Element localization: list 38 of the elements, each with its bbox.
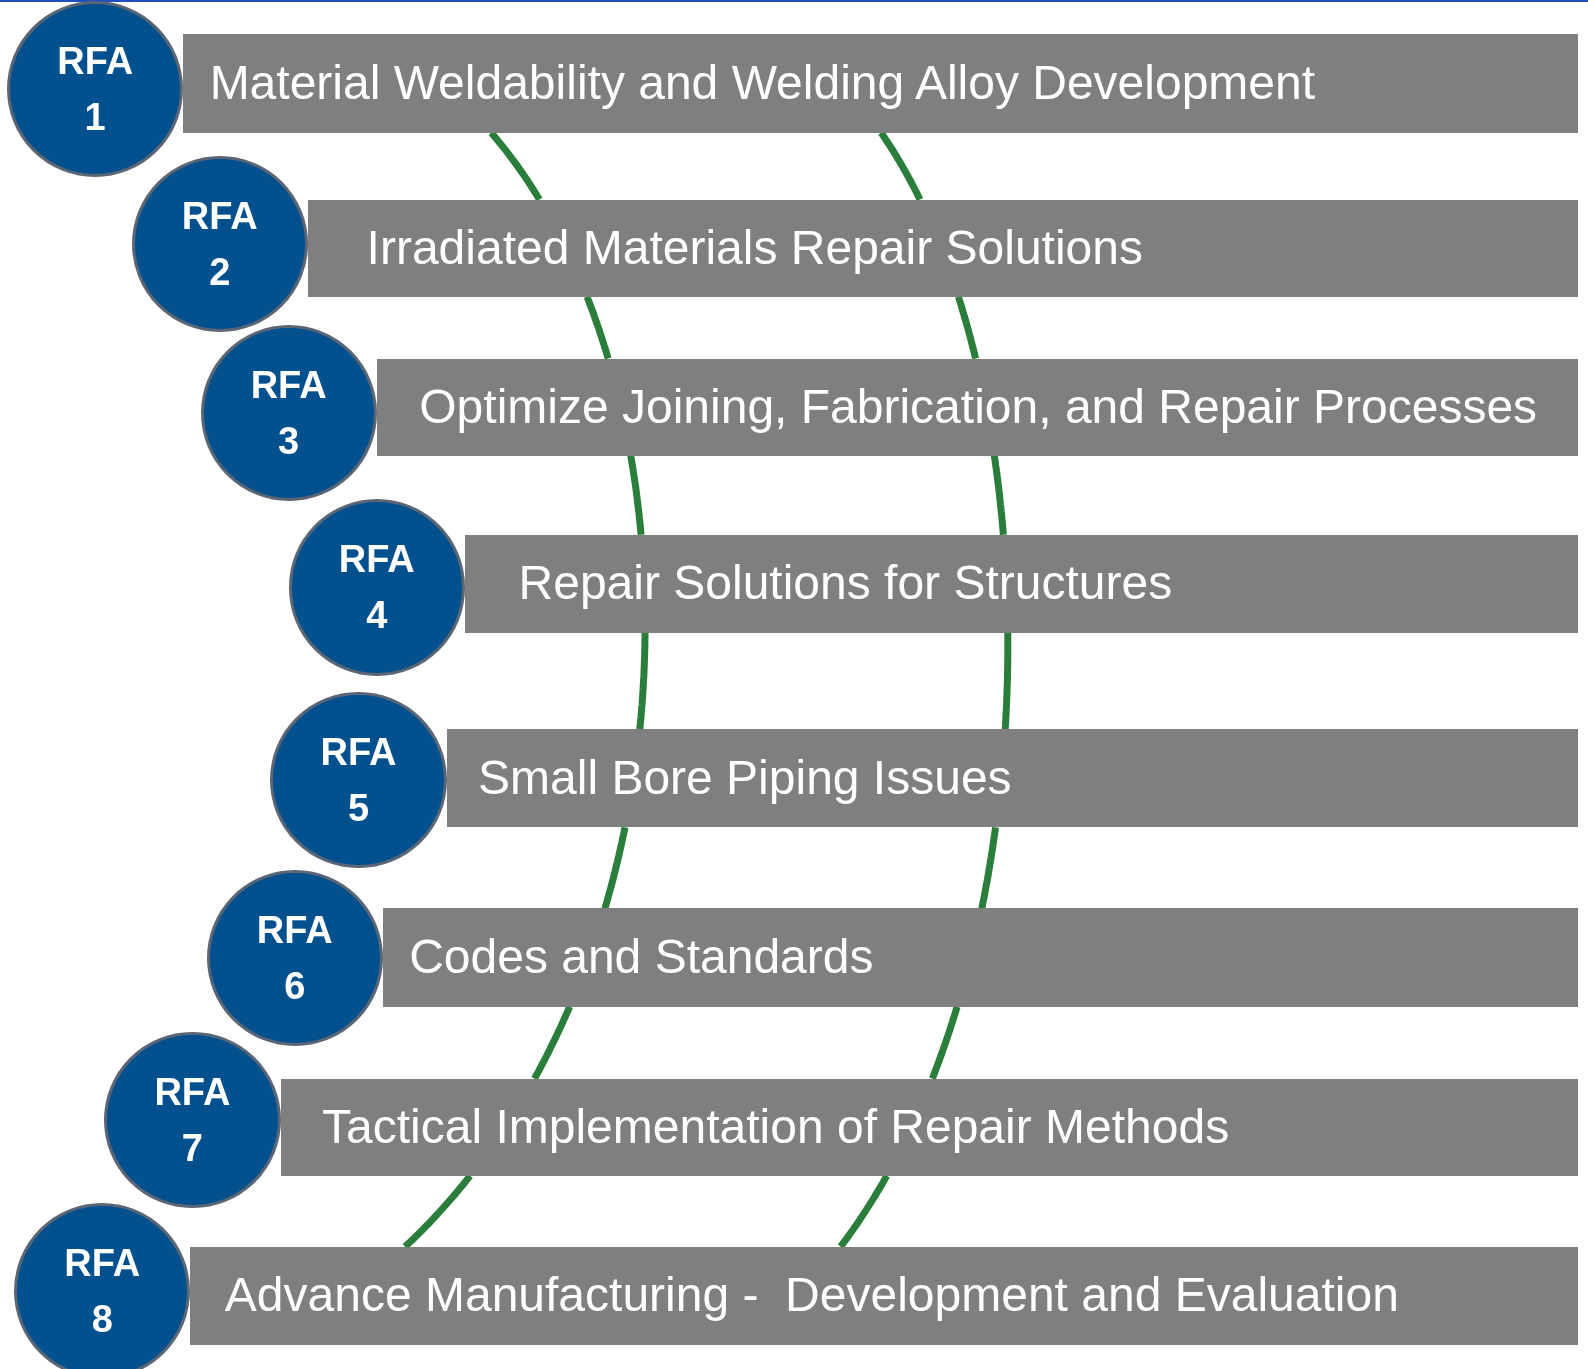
- circle-label: RFA 4: [337, 537, 416, 639]
- topic-title: Codes and Standards: [409, 931, 874, 984]
- circle-label: RFA 5: [319, 729, 398, 831]
- topic-bar: [190, 1246, 1578, 1345]
- topic-title: Material Weldability and Welding Alloy Development: [209, 57, 1316, 110]
- curved-line: [1001, 633, 1012, 730]
- circle-label: RFA 7: [153, 1070, 232, 1172]
- circle-label: RFA 3: [249, 363, 328, 465]
- topic-bar: [446, 729, 1578, 828]
- curved-line: [488, 130, 543, 202]
- topic-title: Irradiated Materials Repair Solutions: [366, 221, 1143, 275]
- topic-bar: [183, 34, 1578, 133]
- topic-title: Optimize Joining, Fabrication, and Repair Processes: [419, 380, 1538, 434]
- numbered-circle: [14, 1203, 191, 1369]
- topic-bar: [464, 534, 1578, 633]
- topic-title: Small Bore Piping Issues: [478, 751, 1012, 805]
- curved-line: [929, 1005, 961, 1080]
- curved-line: [583, 295, 612, 360]
- curved-line: [601, 826, 629, 910]
- curved-line: [878, 130, 924, 202]
- curved-line: [990, 455, 1007, 536]
- curved-line: [627, 455, 645, 536]
- circle-label: RFA 6: [255, 908, 334, 1010]
- topic-bar: [280, 1078, 1578, 1176]
- topic-title: Advance Manufacturing - Development and Evaluation: [224, 1269, 1399, 1323]
- curved-line: [531, 1005, 573, 1081]
- curved-line: [636, 633, 649, 730]
- circle-label: RFA 8: [63, 1241, 142, 1343]
- topic-bar: [376, 358, 1578, 456]
- topic-bar: [307, 199, 1578, 297]
- circle-label: RFA 2: [180, 194, 259, 296]
- topic-bar: [382, 908, 1578, 1007]
- curved-line: [978, 827, 999, 910]
- curved-line: [955, 295, 979, 360]
- topic-title: Tactical Implementation of Repair Methods: [322, 1100, 1230, 1154]
- curved-line: [837, 1174, 890, 1249]
- topic-title: Repair Solutions for Structures: [518, 557, 1173, 611]
- circle-label: RFA 1: [56, 39, 135, 141]
